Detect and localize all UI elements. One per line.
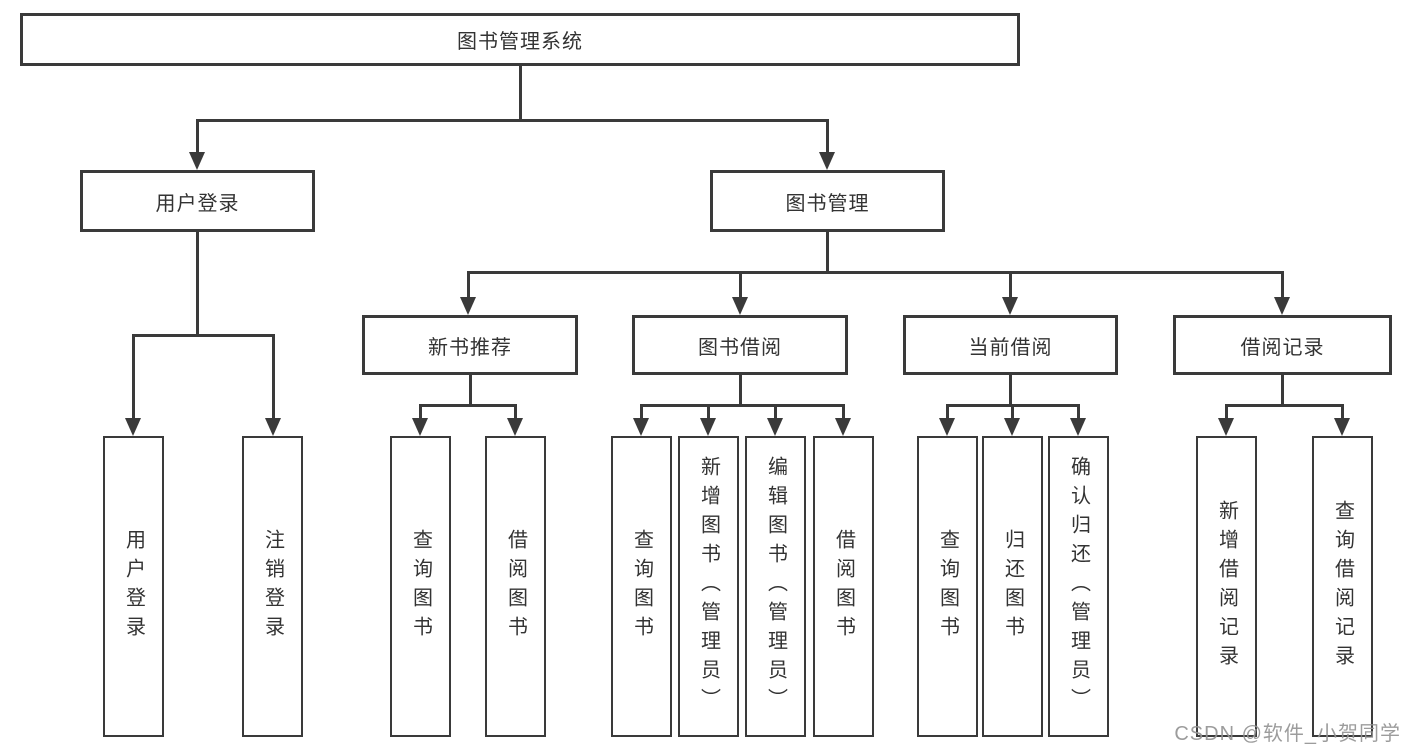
leaf-logout: 注销登录	[242, 436, 303, 737]
node-user-login: 用户登录	[80, 170, 315, 232]
connector-line	[418, 404, 422, 420]
connector-line	[466, 271, 470, 300]
connector-line	[195, 232, 199, 337]
node-current-borrow-label: 当前借阅	[968, 336, 1053, 359]
leaf-query-books-2: 查询图书	[611, 436, 672, 737]
leaf-edit-books-admin-label: 编辑图书（管理员）	[764, 456, 787, 717]
node-book-management: 图书管理	[710, 170, 945, 232]
connector-line	[131, 334, 275, 337]
leaf-return-books: 归还图书	[982, 436, 1043, 737]
node-root-label: 图书管理系统	[457, 31, 583, 53]
connector-line	[1224, 404, 1344, 407]
leaf-user-login: 用户登录	[103, 436, 164, 737]
connector-line	[1008, 375, 1012, 407]
leaf-add-borrow-record: 新增借阅记录	[1196, 436, 1257, 737]
arrowhead-down-icon	[125, 418, 141, 436]
node-new-book-recommend: 新书推荐	[362, 315, 578, 375]
arrowhead-down-icon	[265, 418, 281, 436]
leaf-query-books-2-label: 查询图书	[630, 528, 653, 645]
leaf-query-borrow-record: 查询借阅记录	[1312, 436, 1373, 737]
arrowhead-down-icon	[412, 418, 428, 436]
arrowhead-down-icon	[1274, 297, 1290, 315]
connector-line	[825, 119, 829, 155]
connector-line	[1280, 271, 1284, 300]
connector-line	[271, 334, 275, 420]
leaf-borrow-books-1-label: 借阅图书	[504, 528, 527, 645]
connector-line	[195, 119, 829, 122]
connector-line	[945, 404, 949, 420]
connector-line	[841, 404, 845, 420]
leaf-borrow-books-2-label: 借阅图书	[832, 528, 855, 645]
leaf-query-books-3: 查询图书	[917, 436, 978, 737]
node-book-borrow-label: 图书借阅	[698, 336, 782, 359]
arrowhead-down-icon	[633, 418, 649, 436]
connector-line	[1076, 404, 1080, 420]
connector-line	[1280, 375, 1284, 407]
arrowhead-down-icon	[1002, 297, 1018, 315]
connector-line	[773, 404, 777, 420]
leaf-query-borrow-record-label: 查询借阅记录	[1331, 499, 1354, 674]
connector-line	[468, 375, 472, 407]
node-new-book-recommend-label: 新书推荐	[428, 336, 512, 359]
connector-line	[706, 404, 710, 420]
leaf-add-borrow-record-label: 新增借阅记录	[1215, 499, 1238, 674]
csdn-watermark: CSDN @软件_小贺同学	[1174, 723, 1401, 745]
connector-line	[466, 271, 1284, 274]
connector-line	[513, 404, 517, 420]
leaf-borrow-books-2: 借阅图书	[813, 436, 874, 737]
leaf-query-books-3-label: 查询图书	[936, 528, 959, 645]
arrowhead-down-icon	[939, 418, 955, 436]
connector-line	[639, 404, 643, 420]
arrowhead-down-icon	[819, 152, 835, 170]
arrowhead-down-icon	[700, 418, 716, 436]
leaf-edit-books-admin: 编辑图书（管理员）	[745, 436, 806, 737]
arrowhead-down-icon	[1334, 418, 1350, 436]
leaf-confirm-return-admin: 确认归还（管理员）	[1048, 436, 1109, 737]
node-book-management-label: 图书管理	[785, 192, 870, 215]
connector-line	[639, 404, 845, 407]
node-borrow-records-label: 借阅记录	[1240, 336, 1325, 359]
leaf-user-login-label: 用户登录	[122, 528, 145, 645]
arrowhead-down-icon	[1004, 418, 1020, 436]
connector-line	[418, 404, 517, 407]
connector-line	[738, 271, 742, 300]
arrowhead-down-icon	[460, 297, 476, 315]
arrowhead-down-icon	[507, 418, 523, 436]
node-current-borrow: 当前借阅	[903, 315, 1118, 375]
leaf-add-books-admin: 新增图书（管理员）	[678, 436, 739, 737]
arrowhead-down-icon	[1218, 418, 1234, 436]
connector-line	[1224, 404, 1228, 420]
arrowhead-down-icon	[767, 418, 783, 436]
connector-line	[131, 334, 135, 420]
connector-line	[1340, 404, 1344, 420]
arrowhead-down-icon	[1070, 418, 1086, 436]
leaf-query-books-1: 查询图书	[390, 436, 451, 737]
node-book-borrow: 图书借阅	[632, 315, 848, 375]
leaf-logout-label: 注销登录	[261, 528, 284, 645]
node-root: 图书管理系统	[20, 13, 1020, 66]
connector-line	[195, 119, 199, 155]
leaf-add-books-admin-label: 新增图书（管理员）	[697, 456, 720, 717]
leaf-confirm-return-admin-label: 确认归还（管理员）	[1067, 456, 1090, 717]
arrowhead-down-icon	[189, 152, 205, 170]
node-borrow-records: 借阅记录	[1173, 315, 1392, 375]
connector-line	[825, 232, 829, 274]
connector-line	[1008, 271, 1012, 300]
leaf-borrow-books-1: 借阅图书	[485, 436, 546, 737]
arrowhead-down-icon	[732, 297, 748, 315]
connector-line	[518, 66, 522, 122]
arrowhead-down-icon	[835, 418, 851, 436]
leaf-return-books-label: 归还图书	[1001, 528, 1024, 645]
node-user-login-label: 用户登录	[155, 192, 240, 215]
connector-line	[1010, 404, 1014, 420]
connector-line	[738, 375, 742, 407]
leaf-query-books-1-label: 查询图书	[409, 528, 432, 645]
